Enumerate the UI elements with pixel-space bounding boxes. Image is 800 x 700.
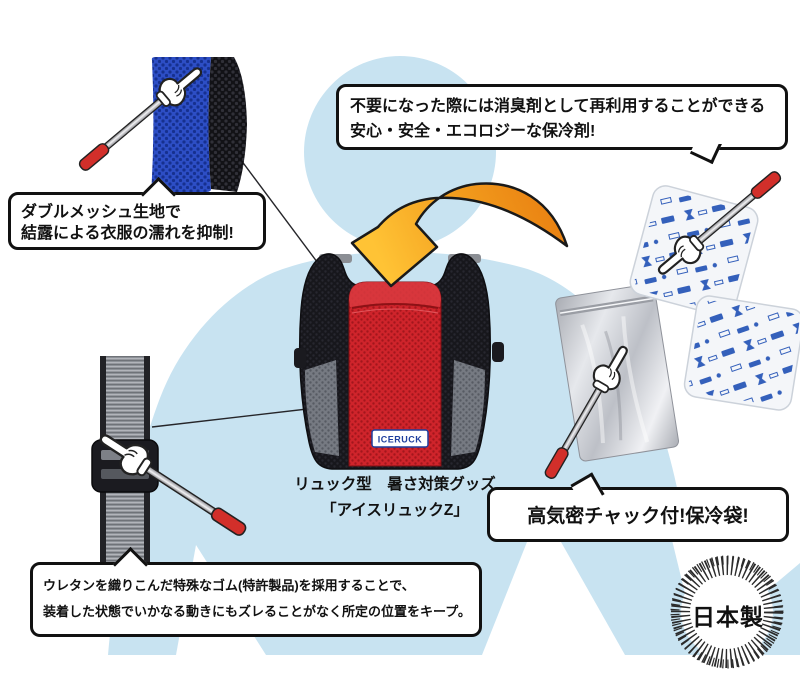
vest-product: ICERUCK [294,253,504,470]
callout-mesh-line1: ダブルメッシュ生地で [21,204,182,221]
callout-strap: ウレタンを織りこんだ特殊なゴム(特許製品)を採用することで、 装着した状態でいか… [30,546,482,637]
vest-side-mesh-right [451,360,485,456]
vest-side-tab-right [492,342,504,362]
callout-coolant: 不要になった際には消臭剤として再利用することができる 安心・安全・エコロジーな保… [336,84,788,165]
callout-strap-line2: 装着した状態でいかなる動きにもズレることがなく所定の位置をキープ。 [43,604,471,619]
vest-brand-badge [371,429,429,448]
product-caption-line1: リュック型 暑さ対策グッズ [294,476,496,493]
callout-cooler-bag-text: 高気密チャック付!保冷袋! [527,501,749,528]
mesh-blue-panel [151,57,211,192]
callout-mesh: ダブルメッシュ生地で 結露による衣服の濡れを抑制! [8,176,266,250]
product-caption: リュック型 暑さ対策グッズ 「アイスリュックZ」 [280,472,510,524]
curved-arrow-icon [350,182,569,288]
vest-top-pad [349,282,441,307]
callout-cooler-bag: 高気密チャック付!保冷袋! [487,472,789,542]
starburst-stamp-icon [670,555,784,669]
vest-side-tab-left [294,348,306,368]
made-in-japan-label: 日本製 [692,604,764,630]
mesh-fabric-closeup [151,57,247,192]
callout-coolant-line1: 不要になった際には消臭剤として再利用することができる [350,98,766,115]
callout-coolant-line2: 安心・安全・エコロジーな保冷剤! [350,123,596,140]
vest-side-mesh-left [305,360,339,456]
callout-mesh-line2: 結露による衣服の濡れを抑制! [21,225,234,242]
mesh-black-panel [208,57,247,192]
product-caption-line2: 「アイスリュックZ」 [321,502,469,519]
callout-strap-line1: ウレタンを織りこんだ特殊なゴム(特許製品)を採用することで、 [43,578,415,593]
ice-pack-2 [683,295,800,411]
silhouette-gap-legs [482,542,625,655]
vest-brand-label: ICERUCK [378,435,423,445]
